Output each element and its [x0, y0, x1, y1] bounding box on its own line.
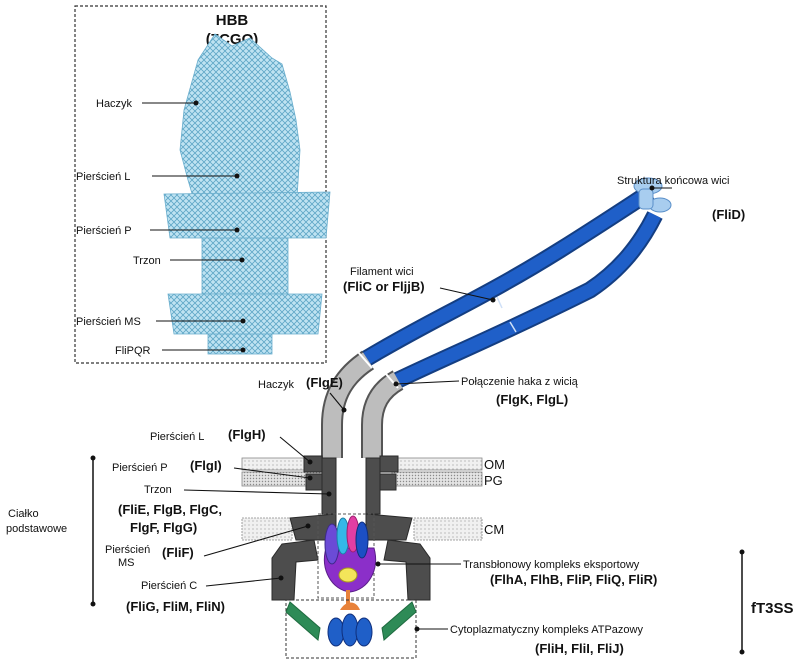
label-ms-ring: Pierścień MS (FliF) [105, 523, 311, 569]
svg-text:podstawowe: podstawowe [6, 523, 67, 535]
svg-text:Pierścień: Pierścień [105, 544, 150, 556]
svg-text:(FliH, FliI, FliJ): (FliH, FliI, FliJ) [535, 641, 624, 656]
filament-tip-cap [633, 177, 672, 213]
svg-text:(FliC or FljjB): (FliC or FljjB) [343, 279, 425, 294]
inset-label-l-ring: Pierścień L [76, 171, 240, 183]
membranes: OM PG CM [241, 457, 505, 541]
svg-text:(FlhA, FlhB, FliP, FliQ, FliR): (FlhA, FlhB, FliP, FliQ, FliR) [490, 572, 657, 587]
svg-text:Pierścień C: Pierścień C [141, 580, 197, 592]
label-cm: CM [484, 522, 504, 537]
l-ring-left [303, 455, 323, 473]
label-atpase: Cytoplazmatyczny kompleks ATPazowy (FliH… [414, 624, 643, 656]
svg-text:Ciałko: Ciałko [8, 508, 39, 520]
inset-label-ms-ring: Pierścień MS [76, 316, 246, 328]
svg-text:(FliD): (FliD) [712, 207, 745, 222]
inset-title: HBB [216, 12, 249, 29]
label-l-ring: Pierścień L (FlgH) [150, 427, 313, 465]
c-ring-left [271, 539, 319, 601]
svg-text:Pierścień P: Pierścień P [76, 225, 132, 237]
svg-text:fT3SS: fT3SS [751, 600, 794, 617]
inset-frame [74, 5, 327, 364]
filament [359, 177, 672, 390]
svg-text:Haczyk: Haczyk [96, 98, 133, 110]
basal-body-rings [271, 455, 431, 601]
l-ring-right [379, 455, 399, 473]
label-p-ring: Pierścień P (FlgI) [112, 458, 313, 481]
cytoplasmic-membrane [241, 517, 293, 541]
export-apparatus [317, 513, 376, 610]
svg-text:Filament wici: Filament wici [350, 266, 414, 278]
svg-text:Trzon: Trzon [144, 484, 172, 496]
rod-right [365, 457, 381, 515]
svg-text:FliPQR: FliPQR [115, 345, 151, 357]
svg-text:(FlgK, FlgL): (FlgK, FlgL) [496, 392, 568, 407]
svg-text:(FliF): (FliF) [162, 545, 194, 560]
hook [321, 350, 404, 458]
inset-label-flipqr: FliPQR [115, 345, 246, 357]
svg-text:Pierścień MS: Pierścień MS [76, 316, 141, 328]
svg-text:Haczyk: Haczyk [258, 379, 295, 391]
svg-text:(FlgH): (FlgH) [228, 427, 266, 442]
label-om: OM [484, 457, 505, 472]
svg-text:Połączenie haka z wicią: Połączenie haka z wicią [461, 376, 579, 388]
label-c-ring: Pierścień C (FliG, FliM, FliN) [126, 575, 284, 614]
label-rod: Trzon (FliE, FlgB, FlgC, FlgF, FlgG) [118, 484, 332, 535]
label-filament: Filament wici (FliC or FljjB) [343, 266, 496, 303]
label-export: Transbłonowy kompleks eksportowy (FlhA, … [375, 559, 657, 587]
inset-label-rod: Trzon [133, 255, 245, 267]
svg-text:(FlgE): (FlgE) [306, 375, 343, 390]
svg-text:Struktura końcowa wici: Struktura końcowa wici [617, 175, 730, 187]
rod-left [321, 457, 337, 515]
label-hook: Haczyk (FlgE) [258, 375, 347, 413]
hbb-inset: HBB (7CGO) Haczyk Pierścień L Pierścień … [74, 5, 331, 364]
svg-text:Pierścień L: Pierścień L [76, 171, 130, 183]
label-pg: PG [484, 473, 503, 488]
label-tip: Struktura końcowa wici (FliD) [617, 175, 745, 222]
svg-text:(FlgI): (FlgI) [190, 458, 222, 473]
svg-text:(FliG, FliM, FliN): (FliG, FliM, FliN) [126, 599, 225, 614]
basal-body-bracket: Ciałko podstawowe [6, 455, 96, 607]
atpase-complex [285, 599, 417, 659]
atpase-dashed-box [285, 599, 417, 659]
svg-text:Transbłonowy kompleks eksporto: Transbłonowy kompleks eksportowy [463, 559, 640, 571]
c-ring-right [383, 539, 431, 601]
svg-text:Trzon: Trzon [133, 255, 161, 267]
inset-label-p-ring: Pierścień P [76, 225, 240, 237]
p-ring-right [379, 473, 397, 491]
svg-text:MS: MS [118, 557, 135, 569]
ft3ss-bracket: fT3SS [739, 549, 794, 655]
svg-text:Pierścień P: Pierścień P [112, 462, 168, 474]
svg-text:Cytoplazmatyczny kompleks ATPa: Cytoplazmatyczny kompleks ATPazowy [450, 624, 643, 636]
svg-text:Pierścień L: Pierścień L [150, 431, 204, 443]
inset-label-hook: Haczyk [96, 98, 199, 110]
svg-text:(FliE, FlgB, FlgC,: (FliE, FlgB, FlgC, [118, 502, 222, 517]
hbb-structure [163, 33, 331, 355]
svg-text:FlgF, FlgG): FlgF, FlgG) [130, 520, 197, 535]
label-junction: Połączenie haka z wicią (FlgK, FlgL) [393, 376, 579, 407]
